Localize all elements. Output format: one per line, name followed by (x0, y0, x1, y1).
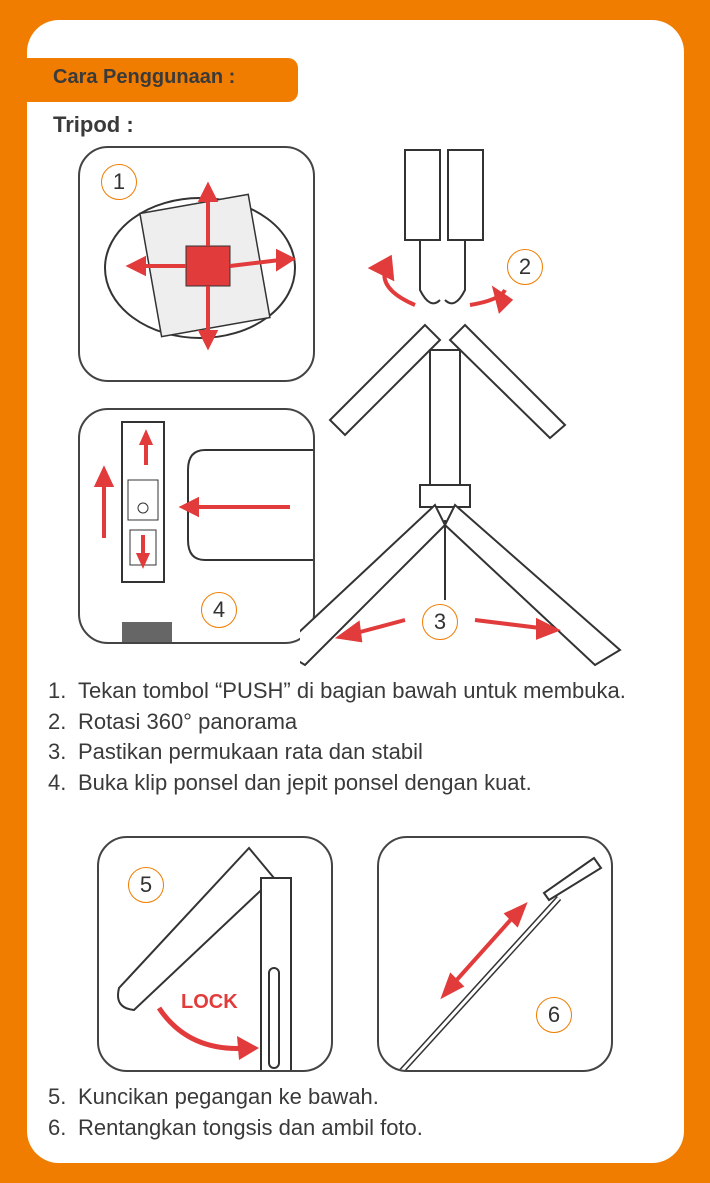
step-text: Buka klip ponsel dan jepit ponsel dengan… (78, 769, 532, 795)
section-subtitle: Tripod : (53, 112, 134, 137)
step-number: 3. (48, 739, 67, 764)
step-text: Rotasi 360° panorama (78, 708, 298, 734)
illustration-lock-handle: LOCK 5 (97, 836, 333, 1072)
illustration-push-button: 1 (78, 146, 315, 382)
phone-clip-drawing (93, 421, 313, 642)
step-number: 4. (48, 769, 67, 795)
step-badge-3: 3 (422, 604, 458, 640)
step-text: Pastikan permukaan rata dan stabil (78, 739, 423, 764)
tripod-drawing (300, 149, 622, 667)
steps-list-b: 5. Kuncikan pegangan ke bawah. 6. Rentangk… (48, 1082, 663, 1143)
step-item: 5. Kuncikan pegangan ke bawah. (48, 1082, 663, 1113)
step-badge-5: 5 (128, 867, 164, 903)
lock-handle-drawing: LOCK (117, 846, 292, 1070)
tripod-base-drawing (104, 181, 297, 351)
steps-list-a: 1. Tekan tombol “PUSH” di bagian bawah un… (48, 676, 663, 798)
step-number: 2. (48, 708, 67, 734)
lock-label: LOCK (181, 991, 238, 1013)
illustration-phone-clip: 4 (78, 408, 315, 644)
step-item: 1. Tekan tombol “PUSH” di bagian bawah un… (48, 676, 663, 707)
step-number: 1. (48, 678, 67, 703)
step-text: Tekan tombol “PUSH” di bagian bawah untu… (78, 678, 626, 703)
step-number: 6. (48, 1114, 67, 1140)
step-item: 2. Rotasi 360° panorama (48, 707, 663, 738)
step-badge-2: 2 (507, 249, 543, 285)
step-item: 3. Pastikan permukaan rata dan stabil (48, 737, 663, 768)
illustration-extend-pole: 6 (377, 836, 613, 1072)
step-text: Rentangkan tongsis dan ambil foto. (78, 1114, 423, 1140)
step-number: 5. (48, 1084, 67, 1109)
step-badge-6: 6 (536, 997, 572, 1033)
step-text: Kuncikan pegangan ke bawah. (78, 1084, 379, 1109)
step-badge-1: 1 (101, 164, 137, 200)
step-badge-4: 4 (201, 592, 237, 628)
extend-pole-drawing (398, 856, 603, 1070)
section-title: Cara Penggunaan : (27, 58, 298, 102)
step-item: 6. Rentangkan tongsis dan ambil foto. (48, 1113, 663, 1144)
step-item: 4. Buka klip ponsel dan jepit ponsel deng… (48, 768, 663, 799)
